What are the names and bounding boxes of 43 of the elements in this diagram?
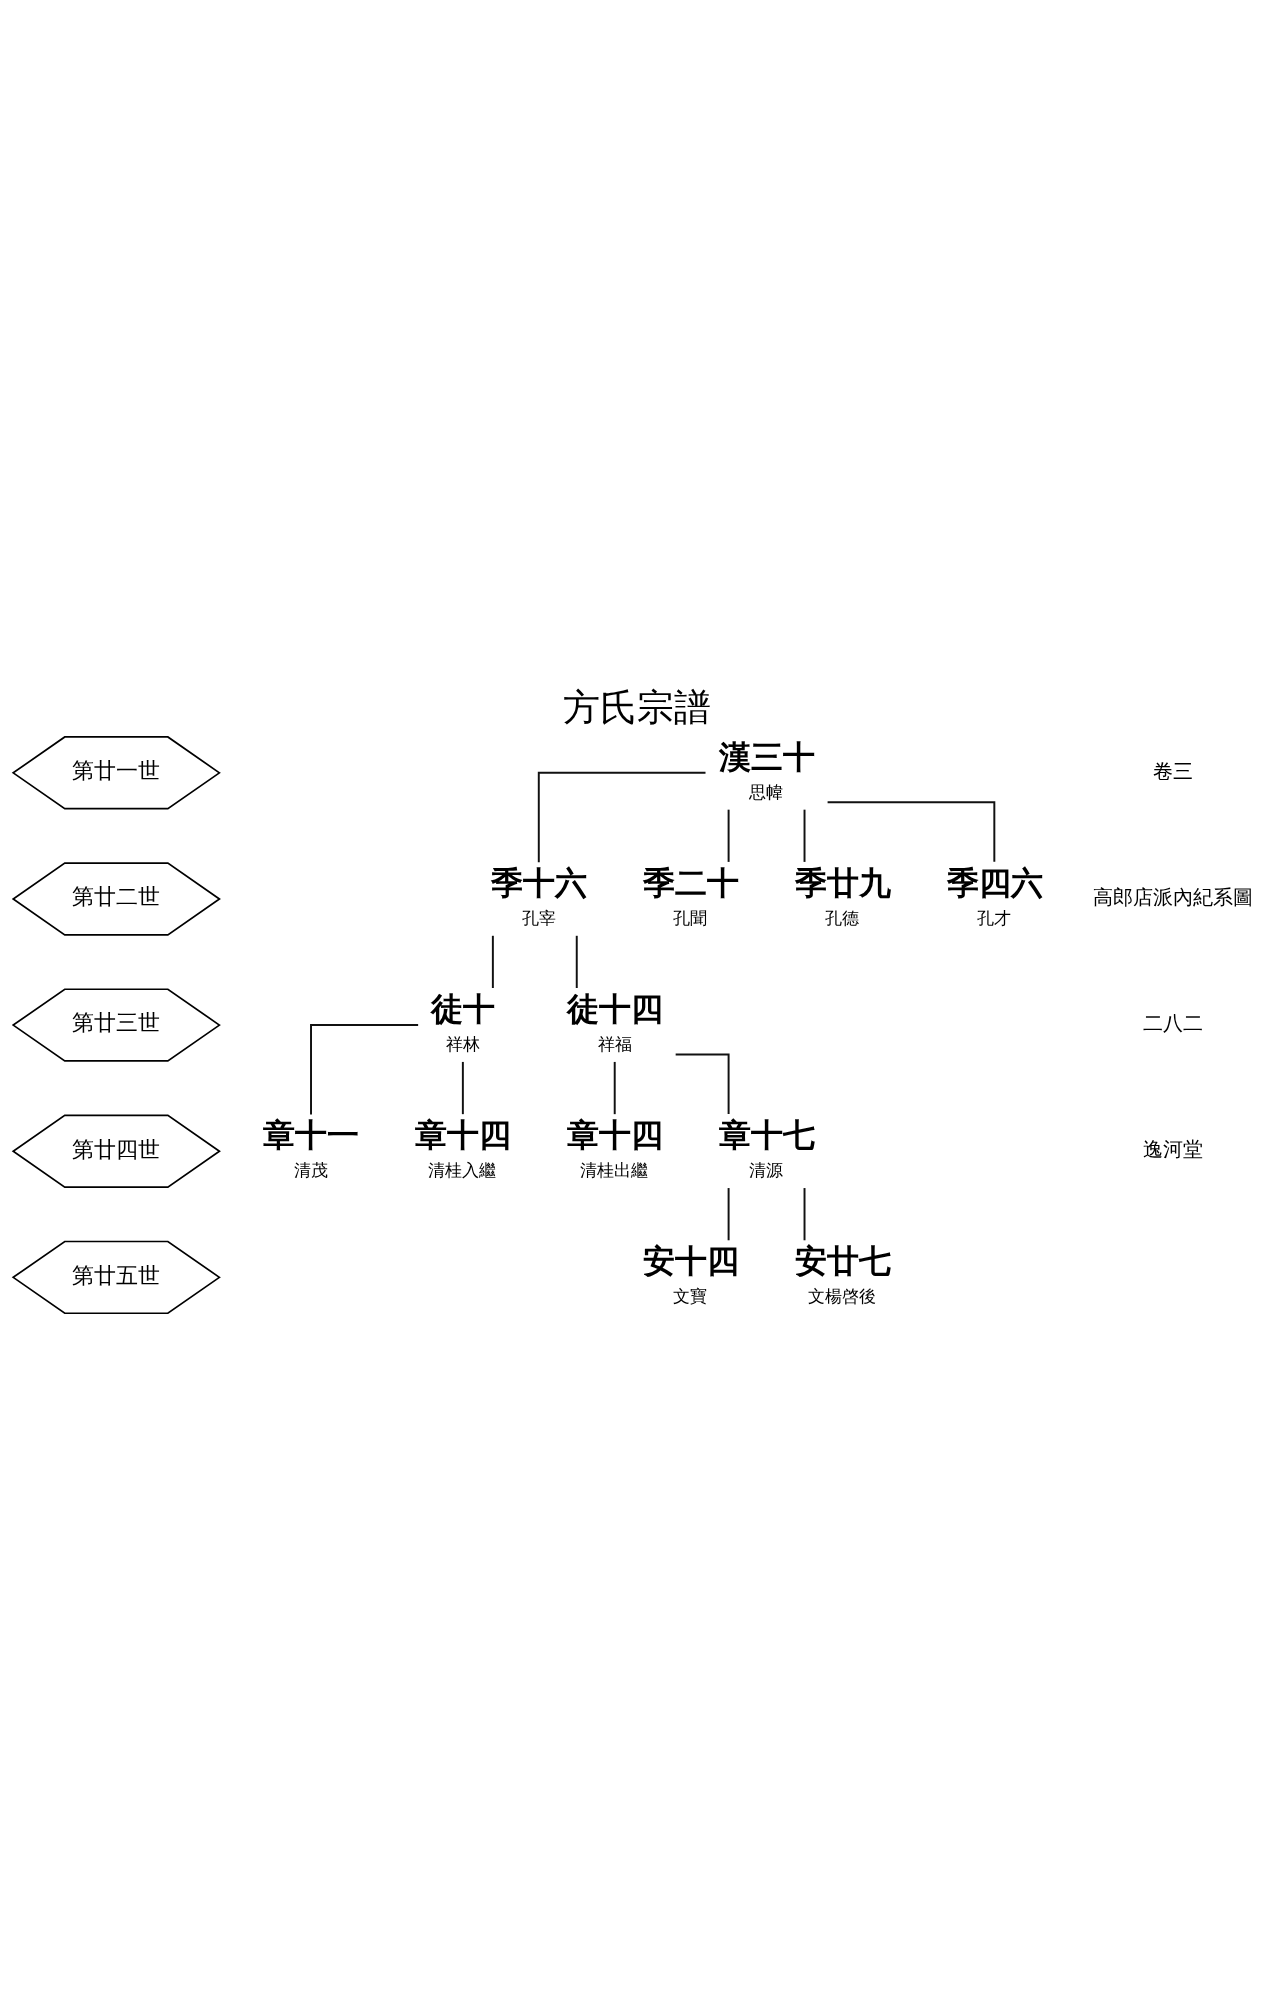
connector (727, 1187, 730, 1242)
node-text: 徒十 (431, 989, 496, 1028)
connector (674, 1053, 730, 1116)
node-label: 孔才 (977, 907, 1012, 928)
node-text: 季二十 (642, 863, 739, 902)
node-text: 季十六 (491, 863, 588, 902)
connector (727, 808, 730, 863)
node-text: 安廿七 (794, 1242, 891, 1281)
node-label: 孔德 (825, 907, 860, 928)
node-label: 孔宰 (521, 907, 556, 928)
node-text: 章十四 (415, 1116, 512, 1155)
connector (803, 808, 806, 863)
node-label: 清茂 (293, 1159, 328, 1180)
node-text: 季四六 (946, 863, 1043, 902)
connector (310, 1024, 420, 1116)
node-text: 徒十四 (566, 989, 663, 1028)
node-text: 章十七 (718, 1116, 815, 1155)
node-label: 思幃 (749, 781, 784, 802)
node-text: 漢三十 (718, 737, 815, 776)
node-label: 文楊啓後 (807, 1286, 876, 1307)
node-text: 安十四 (642, 1242, 739, 1281)
connector (826, 801, 996, 863)
label: 高郎店派內紀系圖 (1093, 885, 1254, 909)
connector (491, 934, 494, 989)
node-label: 孔聞 (673, 907, 708, 928)
node-label: 清桂入繼 (427, 1159, 496, 1180)
label: 逸河堂 (1143, 1137, 1204, 1161)
node-text: 季廿九 (794, 863, 891, 902)
connector (461, 1060, 464, 1116)
label: 二八二 (1143, 1011, 1204, 1035)
node-label: 清源 (749, 1159, 784, 1180)
connector (575, 934, 578, 989)
node-label: 祥林 (445, 1033, 480, 1054)
connector (613, 1060, 616, 1116)
node-text: 章十四 (566, 1116, 663, 1155)
label: 卷三 (1153, 759, 1194, 783)
diagram-title: 方氏宗譜 (563, 686, 711, 730)
connector (803, 1187, 806, 1242)
node-text: 章十一 (263, 1116, 360, 1155)
node-label: 祥福 (597, 1033, 632, 1054)
node-label: 文寶 (673, 1286, 708, 1307)
connector (537, 771, 707, 864)
node-label: 清桂出繼 (579, 1159, 648, 1180)
